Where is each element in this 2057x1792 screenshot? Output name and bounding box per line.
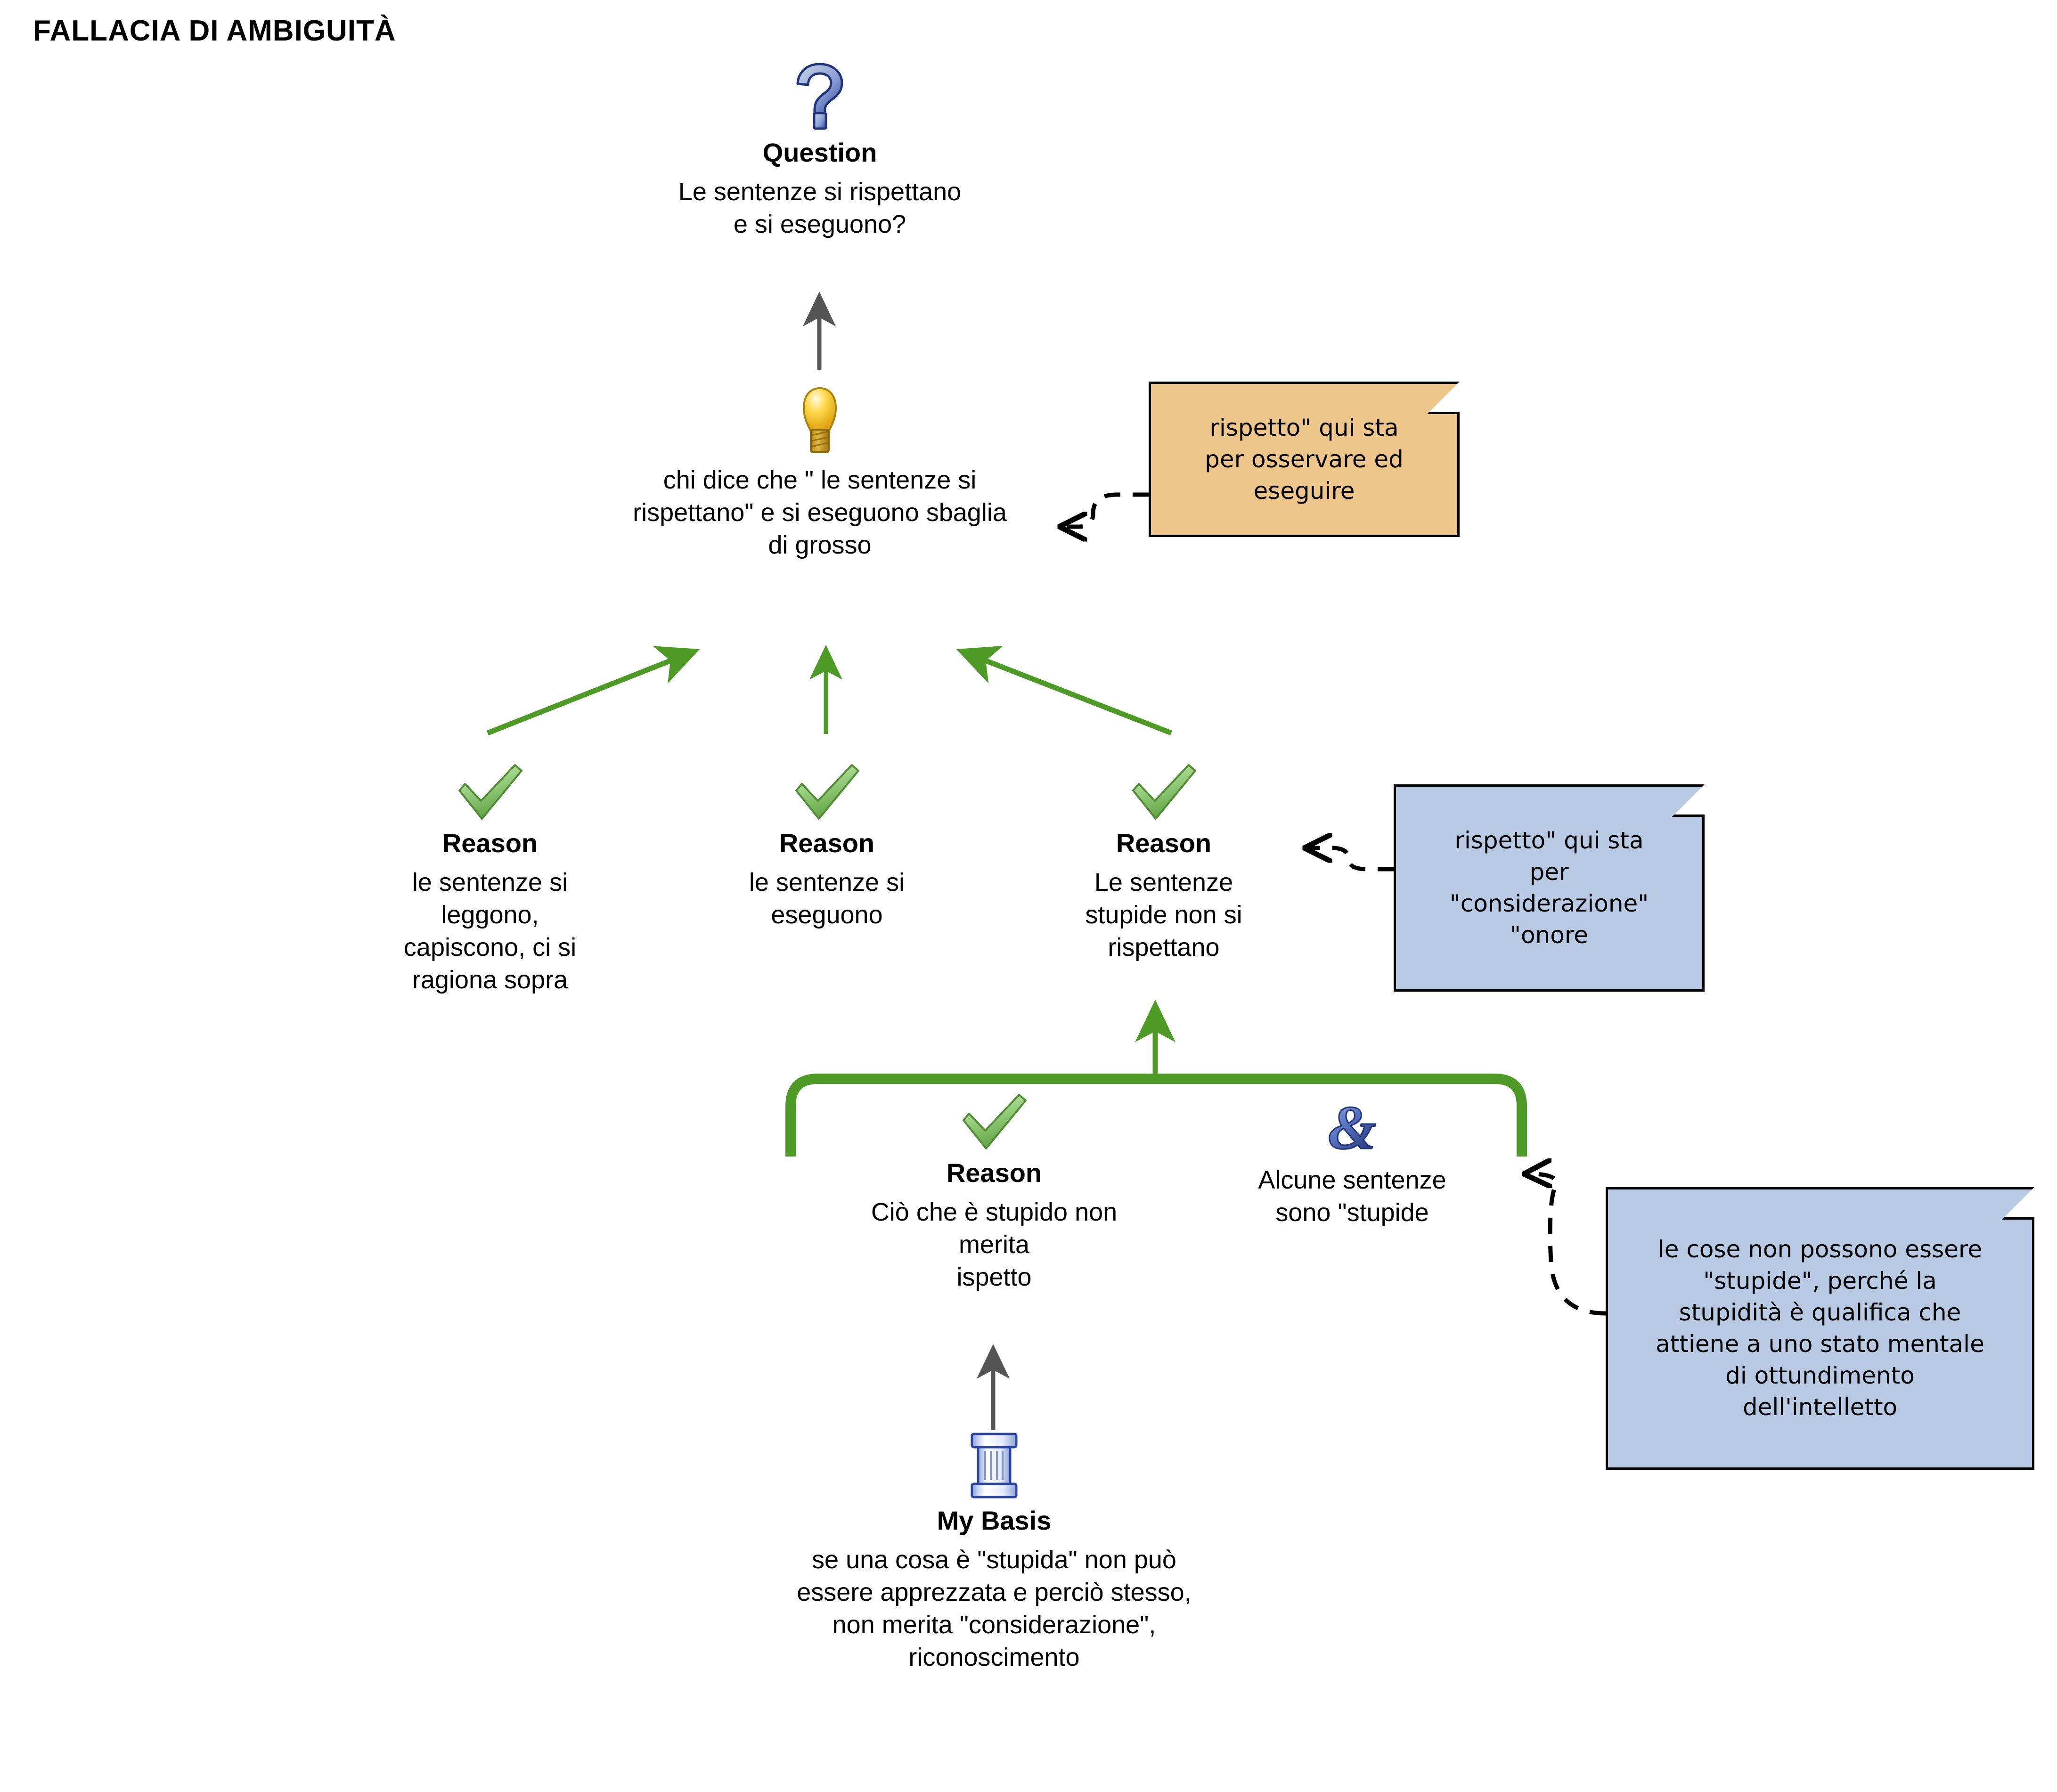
node-body-text: Alcune sentenze sono "stupide <box>1258 1166 1446 1227</box>
pillar-icon <box>726 1432 1263 1502</box>
node-kind-label: Reason <box>1116 828 1212 858</box>
node-kind-label: Question <box>762 138 877 167</box>
sticky-note-text: rispetto" qui sta per "considerazione" "… <box>1449 827 1649 949</box>
node-kind-label: Reason <box>946 1158 1042 1188</box>
node-body-text: se una cosa è "stupida" non può essere a… <box>797 1546 1192 1672</box>
node-body-text: chi dice che " le sentenze si rispettano… <box>633 466 1007 560</box>
sticky-note-1[interactable]: rispetto" qui sta per osservare ed esegu… <box>1149 382 1460 537</box>
question-mark-icon <box>650 61 989 134</box>
node-question[interactable]: Question Le sentenze si rispettano e si … <box>650 61 989 241</box>
edge-reason1-to-claim <box>486 646 700 736</box>
edge-reason3-to-claim <box>956 645 1172 736</box>
node-my-basis[interactable]: My Basis se una cosa è "stupida" non può… <box>726 1432 1263 1674</box>
node-body-text: Le sentenze stupide non si rispettano <box>1085 868 1242 962</box>
edge-note2-to-reason3 <box>1305 848 1394 872</box>
green-check-icon <box>358 763 622 825</box>
node-kind-label: Reason <box>779 828 875 858</box>
green-check-icon <box>697 763 956 825</box>
green-check-icon <box>1037 763 1291 825</box>
page-fold-corner <box>1672 784 1705 817</box>
ampersand-icon: & <box>1220 1092 1484 1163</box>
page-title: FALLACIA DI AMBIGUITÀ <box>33 15 396 47</box>
lightbulb-icon <box>570 386 1069 459</box>
node-reason-3[interactable]: Reason Le sentenze stupide non si rispet… <box>1037 763 1291 964</box>
node-co-premise[interactable]: & Alcune sentenze sono "stupide <box>1220 1092 1484 1229</box>
edge-note1-to-claim <box>1060 492 1149 527</box>
node-reason-1[interactable]: Reason le sentenze si leggono, capiscono… <box>358 763 622 997</box>
svg-text:&: & <box>1328 1098 1377 1157</box>
node-body-text: le sentenze si eseguono <box>749 868 905 929</box>
green-check-icon <box>829 1093 1159 1155</box>
node-body-text: Ciò che è stupido non merita ispetto <box>871 1198 1118 1292</box>
node-reason-2[interactable]: Reason le sentenze si eseguono <box>697 763 956 931</box>
node-kind-label: My Basis <box>937 1506 1052 1535</box>
node-main-claim[interactable]: chi dice che " le sentenze si rispettano… <box>570 386 1069 562</box>
page-fold-corner <box>1427 382 1460 414</box>
node-body-text: le sentenze si leggono, capiscono, ci si… <box>403 868 577 994</box>
sticky-note-3[interactable]: le cose non possono essere "stupide", pe… <box>1606 1187 2034 1470</box>
sticky-note-text: le cose non possono essere "stupide", pe… <box>1656 1236 1984 1421</box>
node-kind-label: Reason <box>442 828 538 858</box>
page-fold-corner <box>2002 1187 2034 1220</box>
node-reason-4[interactable]: Reason Ciò che è stupido non merita ispe… <box>829 1093 1159 1294</box>
edge-note3-to-copremise <box>1525 1174 1606 1316</box>
sticky-note-2[interactable]: rispetto" qui sta per "considerazione" "… <box>1394 784 1705 992</box>
node-body-text: Le sentenze si rispettano e si eseguono? <box>678 178 962 239</box>
sticky-note-text: rispetto" qui sta per osservare ed esegu… <box>1205 414 1404 505</box>
